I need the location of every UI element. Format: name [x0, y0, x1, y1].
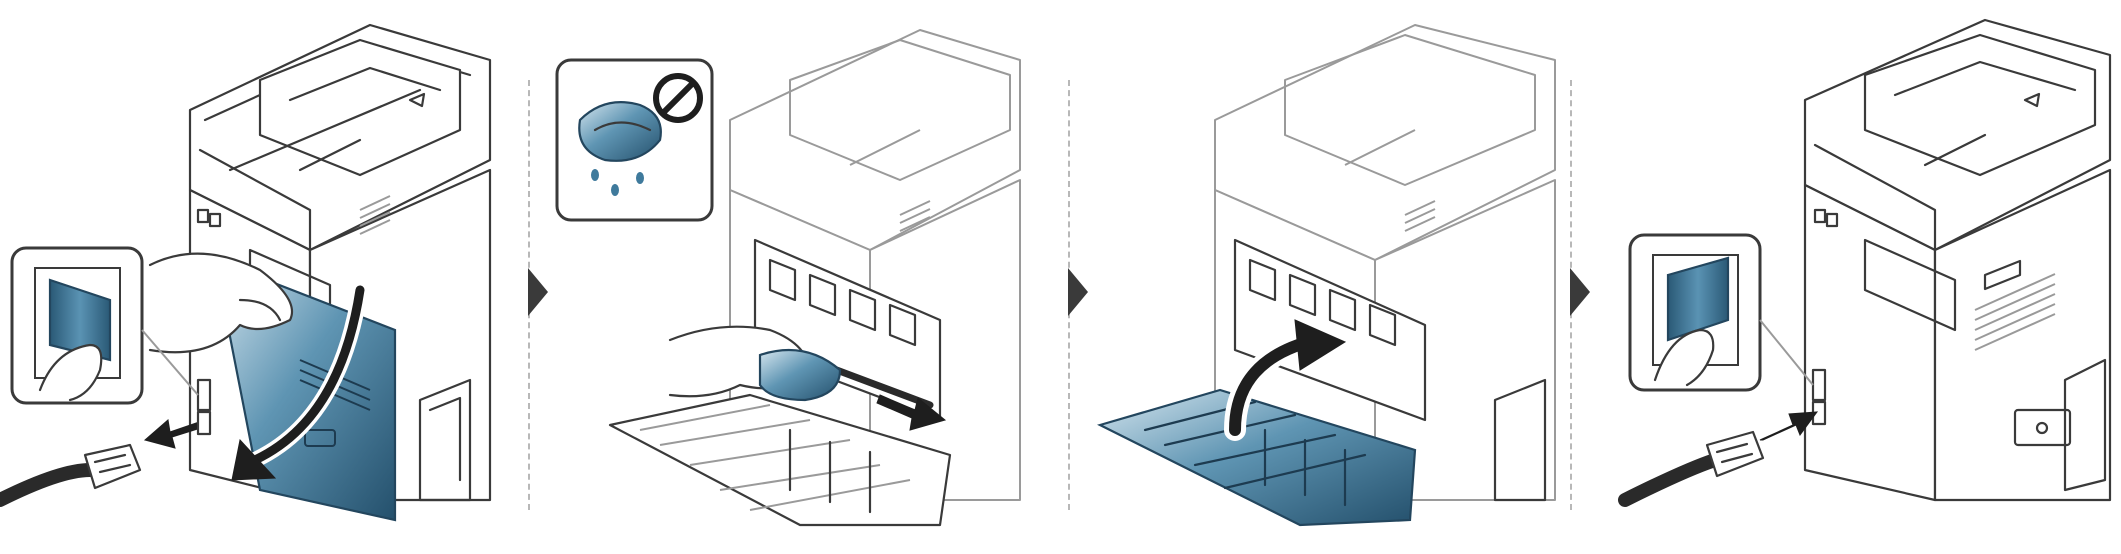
step-4-panel: [1595, 0, 2121, 554]
step-2-panel: [550, 0, 1030, 554]
step-1-illustration: [0, 23, 492, 522]
step-2-illustration: [555, 29, 1021, 527]
step-4-illustration: [1618, 18, 2112, 507]
step-3-illustration: [1096, 24, 1556, 527]
step-1-panel: [0, 0, 500, 554]
next-step-arrow-icon: [528, 268, 548, 316]
next-step-arrow-icon: [1570, 268, 1590, 316]
next-step-arrow-icon: [1068, 268, 1088, 316]
step-3-panel: [1085, 0, 1575, 554]
